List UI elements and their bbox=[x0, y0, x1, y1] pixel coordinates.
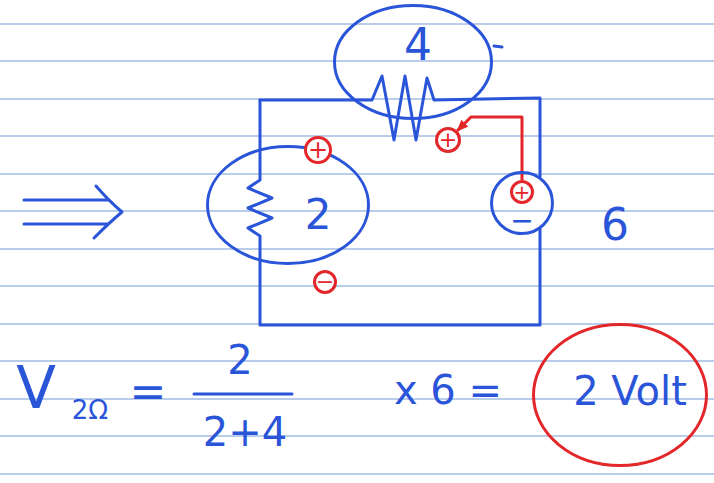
node-text: + bbox=[439, 129, 457, 151]
node-outline bbox=[206, 145, 370, 265]
node-outline bbox=[306, 138, 331, 163]
node-text: + bbox=[514, 182, 531, 202]
node-text: + bbox=[308, 138, 328, 162]
voltage-source: +−6 bbox=[490, 171, 554, 235]
equation-text: 2+4 bbox=[203, 412, 287, 452]
node-outline bbox=[208, 147, 369, 264]
node-outline bbox=[512, 182, 533, 203]
polarity-arrow bbox=[457, 117, 522, 180]
node-text: − bbox=[316, 271, 334, 293]
polarity-mark: − bbox=[313, 270, 337, 294]
node-outline bbox=[335, 6, 492, 119]
fraction-bar bbox=[194, 393, 292, 396]
equation-text: V bbox=[16, 359, 56, 417]
pen-mark bbox=[494, 46, 502, 47]
implies-arrow bbox=[24, 186, 122, 238]
node-outline bbox=[534, 325, 707, 466]
node-text: 2 Volt bbox=[573, 371, 687, 411]
node-text: 6 bbox=[601, 203, 629, 247]
equation-text: = bbox=[130, 370, 167, 414]
resistor-circle: 2 bbox=[206, 145, 370, 265]
equation-text: x 6 = bbox=[394, 370, 502, 410]
node-text: 2 bbox=[305, 194, 332, 236]
polarity-mark: + bbox=[435, 127, 461, 153]
result-circle: 2 Volt bbox=[532, 323, 708, 467]
node-outline bbox=[315, 272, 336, 293]
polarity-mark: + bbox=[510, 180, 534, 204]
equation-text: 2 bbox=[227, 340, 252, 380]
node-outline bbox=[437, 129, 460, 152]
resistor-circle: 4 bbox=[333, 4, 493, 120]
polarity-mark: + bbox=[304, 136, 332, 164]
node-text: 4 bbox=[404, 23, 432, 67]
equation-text: 2Ω bbox=[72, 397, 108, 423]
top-wire-resistor bbox=[260, 76, 540, 177]
node-text: − bbox=[510, 207, 533, 235]
